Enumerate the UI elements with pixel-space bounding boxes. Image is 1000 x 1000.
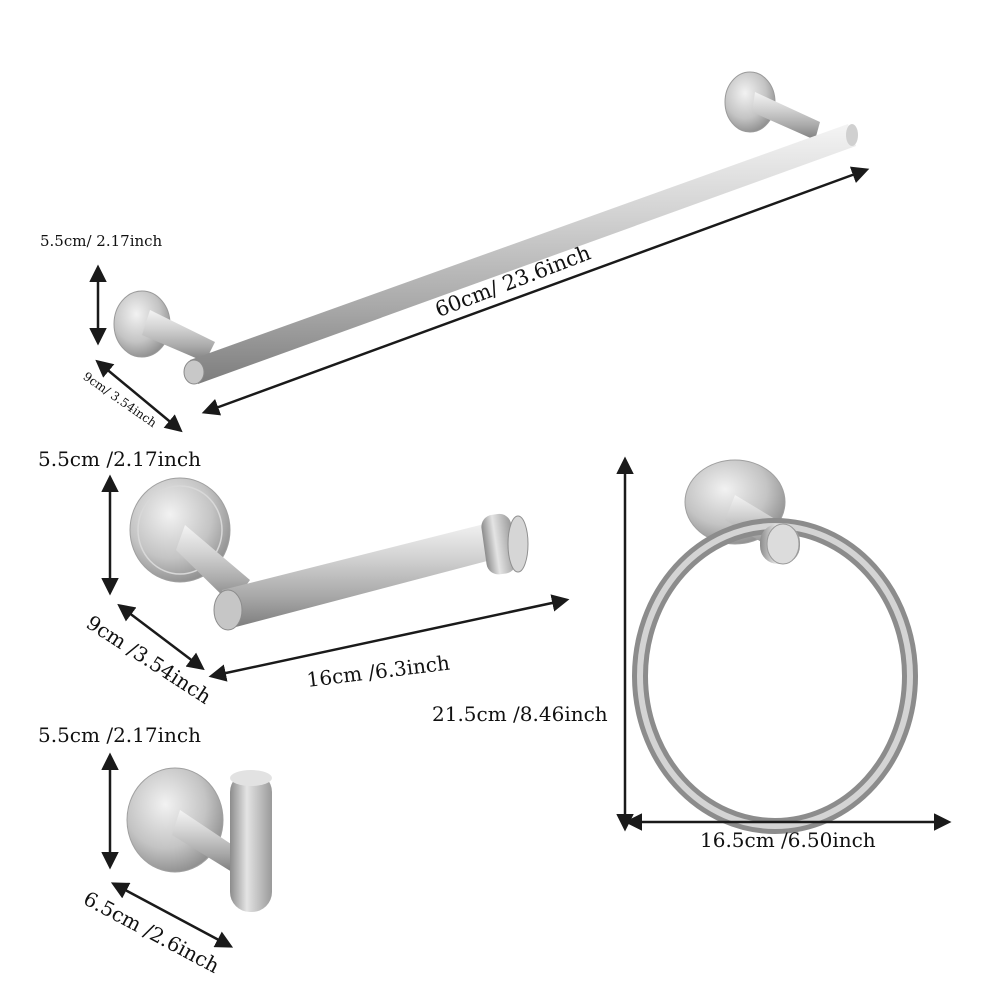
towel-bar	[113, 71, 858, 385]
ring-width-label: 16.5cm /6.50inch	[700, 828, 876, 852]
towel-bar-length-arrow	[201, 166, 870, 416]
tissue-holder-height-label: 5.5cm /2.17inch	[38, 447, 201, 471]
hook-height-label: 5.5cm /2.17inch	[38, 723, 201, 747]
hook-depth-arrow	[110, 882, 234, 948]
tissue-holder-depth-arrow	[117, 603, 205, 671]
towel-bar-depth-arrow	[95, 359, 183, 433]
tissue-holder-length-arrow	[208, 594, 570, 682]
robe-hook	[126, 767, 272, 912]
towel-bar-right-mount	[724, 71, 820, 140]
towel-bar-rod	[183, 124, 858, 385]
towel-ring	[632, 459, 918, 834]
ring-height-label: 21.5cm /8.46inch	[432, 702, 608, 726]
toilet-paper-holder	[129, 477, 529, 631]
towel-bar-height-label: 5.5cm/ 2.17inch	[40, 232, 163, 250]
towel-bar-left-mount	[113, 290, 215, 362]
